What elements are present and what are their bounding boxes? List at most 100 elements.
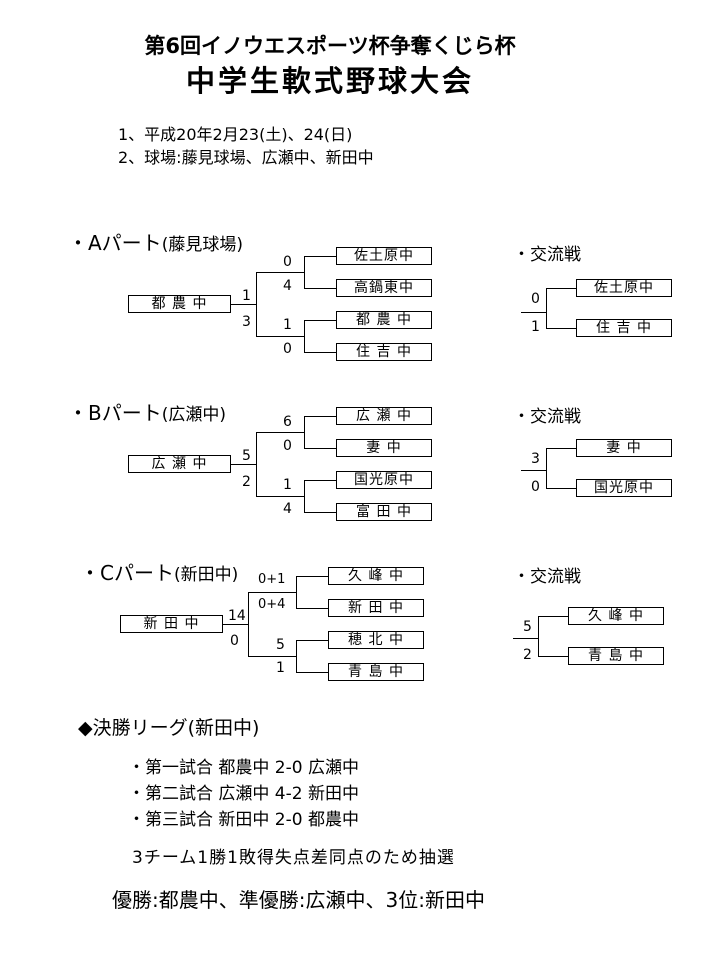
final-match-3: ・第三試合 新田中 2-0 都農中: [128, 810, 359, 830]
part-c-root-score-1: 14: [228, 608, 246, 624]
date-info: 1、平成20年2月23(土)、24(日): [118, 125, 353, 144]
part-a-lower-vertical: [304, 320, 305, 352]
part-a-root-score-1: 1: [242, 288, 251, 304]
part-b-root-score-1: 5: [242, 448, 251, 464]
part-c-label: ・Cパート: [80, 561, 174, 585]
part-b-team-3: 国光原中: [336, 471, 432, 489]
part-c-heading: ・Cパート(新田中): [80, 557, 238, 586]
part-a-leaf-line-1: [304, 256, 336, 257]
part-a-exchange-score-2: 1: [531, 319, 540, 335]
part-a-venue: (藤見球場): [161, 235, 243, 255]
part-a-lower-branch: [256, 336, 304, 337]
part-c-team-3: 穂 北 中: [328, 631, 424, 649]
part-b-heading: ・Bパート(広瀬中): [68, 397, 226, 426]
part-a-root-connector: [231, 304, 256, 305]
part-a-root-score-2: 3: [242, 314, 251, 330]
part-c-venue: (新田中): [173, 565, 239, 585]
part-c-root-team: 新 田 中: [120, 615, 223, 633]
part-c-root-connector: [223, 624, 248, 625]
final-note: 3チーム1勝1敗得失点差同点のため抽選: [132, 848, 455, 868]
part-c-exchange-score-1: 5: [523, 619, 532, 635]
part-c-root-vertical: [248, 592, 249, 656]
part-a-exchange-team-2: 住 吉 中: [576, 319, 672, 337]
part-a-upper-branch: [256, 272, 304, 273]
part-b-upper-branch: [256, 432, 304, 433]
part-a-leaf-line-2: [304, 288, 336, 289]
part-b-team-score-1: 6: [283, 414, 292, 430]
final-result: 優勝:都農中、準優勝:広瀬中、3位:新田中: [112, 888, 485, 912]
part-c-lower-vertical: [296, 640, 297, 672]
part-b-team-1: 広 瀬 中: [336, 407, 432, 425]
part-c-exchange-score-2: 2: [523, 647, 532, 663]
part-a-exchange-lower-line: [546, 328, 576, 329]
part-c-exchange-team-1: 久 峰 中: [568, 607, 664, 625]
part-c-team-score-4: 1: [276, 660, 285, 676]
part-a-team-1: 佐土原中: [336, 247, 432, 265]
part-b-exchange-lower-line: [546, 488, 576, 489]
tournament-title: 中学生軟式野球大会: [185, 64, 474, 98]
part-b-lower-vertical: [304, 480, 305, 512]
part-c-exchange-lower-line: [538, 656, 568, 657]
part-c-upper-vertical: [296, 576, 297, 608]
part-a-exchange-stem: [521, 312, 546, 313]
part-a-root-vertical: [256, 272, 257, 336]
part-a-team-score-3: 1: [283, 317, 292, 333]
part-b-exchange-stem: [521, 470, 546, 471]
part-c-team-score-1: 0+1: [258, 572, 286, 587]
part-b-leaf-line-2: [304, 448, 336, 449]
tournament-subtitle: 第6回イノウエスポーツ杯争奪くじら杯: [144, 34, 516, 58]
part-a-team-3: 都 農 中: [336, 311, 432, 329]
part-b-root-team: 広 瀬 中: [128, 455, 231, 473]
part-b-leaf-line-4: [304, 512, 336, 513]
part-c-team-score-3: 5: [276, 637, 285, 653]
part-a-root-team: 都 農 中: [128, 295, 231, 313]
part-a-team-score-4: 0: [283, 341, 292, 357]
part-a-team-score-1: 0: [283, 254, 292, 270]
part-b-root-score-2: 2: [242, 474, 251, 490]
part-a-upper-vertical: [304, 256, 305, 288]
part-b-root-vertical: [256, 432, 257, 496]
part-c-exchange-upper-line: [538, 616, 568, 617]
part-b-leaf-line-1: [304, 416, 336, 417]
part-b-team-score-2: 0: [283, 438, 292, 454]
part-b-team-2: 妻 中: [336, 439, 432, 457]
part-b-leaf-line-3: [304, 480, 336, 481]
part-c-exchange-team-2: 青 島 中: [568, 647, 664, 665]
part-b-exchange-label: ・交流戦: [513, 407, 581, 427]
final-match-1: ・第一試合 都農中 2-0 広瀬中: [128, 758, 359, 778]
part-a-team-4: 住 吉 中: [336, 343, 432, 361]
part-b-team-score-4: 4: [283, 501, 292, 517]
part-c-leaf-line-4: [296, 672, 328, 673]
part-b-exchange-upper-line: [546, 448, 576, 449]
part-b-team-4: 富 田 中: [336, 503, 432, 521]
part-b-exchange-vertical: [546, 448, 547, 488]
part-b-upper-vertical: [304, 416, 305, 448]
part-a-exchange-vertical: [546, 288, 547, 312]
venue-info: 2、球場:藤見球場、広瀬中、新田中: [118, 148, 374, 167]
part-b-lower-branch: [256, 496, 304, 497]
part-b-exchange-score-1: 3: [531, 451, 540, 467]
part-a-team-2: 高鍋東中: [336, 279, 432, 297]
part-c-upper-branch: [248, 592, 296, 593]
part-a-exchange-team-1: 佐土原中: [576, 279, 672, 297]
part-a-team-score-2: 4: [283, 278, 292, 294]
part-a-heading: ・Aパート(藤見球場): [68, 227, 243, 256]
part-b-exchange-score-2: 0: [531, 479, 540, 495]
part-c-exchange-vertical: [538, 616, 539, 656]
part-b-exchange-team-1: 妻 中: [576, 439, 672, 457]
final-match-2: ・第二試合 広瀬中 4-2 新田中: [128, 784, 359, 804]
part-b-exchange-team-2: 国光原中: [576, 479, 672, 497]
part-a-exchange-label: ・交流戦: [513, 245, 581, 265]
final-league-heading: ◆決勝リーグ(新田中): [78, 717, 260, 739]
part-a-label: ・Aパート: [68, 231, 162, 255]
part-c-root-score-2: 0: [230, 633, 239, 649]
part-c-team-score-2: 0+4: [258, 597, 286, 612]
part-c-exchange-stem: [513, 638, 538, 639]
part-a-exchange-score-1: 0: [531, 291, 540, 307]
part-b-root-connector: [231, 464, 256, 465]
part-b-venue: (広瀬中): [161, 405, 226, 425]
part-a-leaf-line-4: [304, 352, 336, 353]
part-c-lower-branch: [248, 656, 296, 657]
part-c-team-4: 青 島 中: [328, 663, 424, 681]
part-c-team-1: 久 峰 中: [328, 567, 424, 585]
